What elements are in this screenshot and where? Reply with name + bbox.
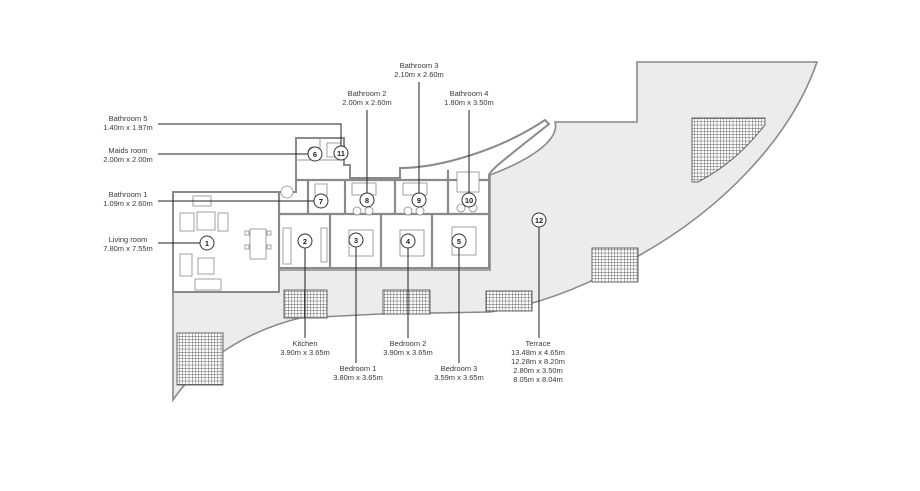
svg-text:9: 9 [417, 196, 421, 205]
terrace-dims-4: 8.05m x 8.04m [513, 375, 563, 384]
planter [382, 289, 431, 315]
terrace-name: Terrace [525, 339, 550, 348]
room-marker-3: 3 [348, 232, 364, 248]
bedroom-3-name: Bedroom 3 [441, 364, 478, 373]
svg-text:7: 7 [319, 197, 323, 206]
terrace-dims-3: 2.80m x 3.50m [513, 366, 563, 375]
bedroom-2-dims: 3.90m x 3.65m [383, 348, 433, 357]
bedroom-2-name: Bedroom 2 [390, 339, 427, 348]
bathroom-1-name: Bathroom 1 [109, 190, 148, 199]
svg-text:5: 5 [457, 237, 461, 246]
bathroom-3-name: Bathroom 3 [400, 61, 439, 70]
kitchen-dims: 3.90m x 3.65m [280, 348, 330, 357]
room-marker-2: 2 [297, 233, 313, 249]
bedroom-3-dims: 3.59m x 3.65m [434, 373, 484, 382]
room-marker-5: 5 [451, 233, 467, 249]
bathroom-5-dims: 1.40m x 1.97m [103, 123, 153, 132]
terrace-dims-2: 12.28m x 8.20m [511, 357, 565, 366]
bathroom-5-name: Bathroom 5 [109, 114, 148, 123]
terrace-area [172, 61, 819, 403]
living-room-name: Living room [109, 235, 148, 244]
fixtures [179, 142, 480, 291]
bathroom-2-dims: 2.00m x 2.60m [342, 98, 392, 107]
svg-text:1: 1 [205, 239, 209, 248]
svg-text:10: 10 [465, 196, 473, 205]
room-marker-12: 12 [531, 212, 547, 228]
room-marker-11: 11 [333, 145, 349, 161]
svg-text:12: 12 [535, 216, 543, 225]
bedroom-1-name: Bedroom 1 [340, 364, 377, 373]
room-marker-1: 1 [199, 235, 215, 251]
planters [176, 117, 766, 386]
room-marker-7: 7 [313, 193, 329, 209]
kitchen-name: Kitchen [292, 339, 317, 348]
svg-text:11: 11 [337, 149, 345, 158]
room-marker-4: 4 [400, 233, 416, 249]
bathroom-1-dims: 1.09m x 2.60m [103, 199, 153, 208]
bedroom-1-dims: 3.80m x 3.65m [333, 373, 383, 382]
leader-lines [158, 82, 540, 363]
room-marker-10: 10 [461, 192, 477, 208]
maids-room-dims: 2.00m x 2.00m [103, 155, 153, 164]
svg-text:3: 3 [354, 236, 358, 245]
bathroom-2-name: Bathroom 2 [348, 89, 387, 98]
bathroom-4-name: Bathroom 4 [450, 89, 489, 98]
planter [691, 117, 766, 183]
terrace-dims-1: 13.48m x 4.65m [511, 348, 565, 357]
svg-text:6: 6 [313, 150, 317, 159]
svg-text:8: 8 [365, 196, 369, 205]
svg-text:4: 4 [406, 237, 411, 246]
bathroom-4-dims: 1.80m x 3.50m [444, 98, 494, 107]
room-marker-8: 8 [359, 192, 375, 208]
room-marker-6: 6 [307, 146, 323, 162]
room-markers: 1 2 3 4 5 6 7 8 9 10 11 12 [199, 145, 547, 251]
svg-text:2: 2 [303, 237, 307, 246]
planter [176, 332, 224, 386]
bathroom-3-dims: 2.10m x 2.60m [394, 70, 444, 79]
maids-room-name: Maids room [108, 146, 147, 155]
room-labels: Bathroom 5 1.40m x 1.97m Maids room 2.00… [103, 61, 565, 384]
room-marker-9: 9 [411, 192, 427, 208]
planter [591, 247, 639, 283]
planter [485, 290, 533, 312]
living-room-dims: 7.80m x 7.55m [103, 244, 153, 253]
